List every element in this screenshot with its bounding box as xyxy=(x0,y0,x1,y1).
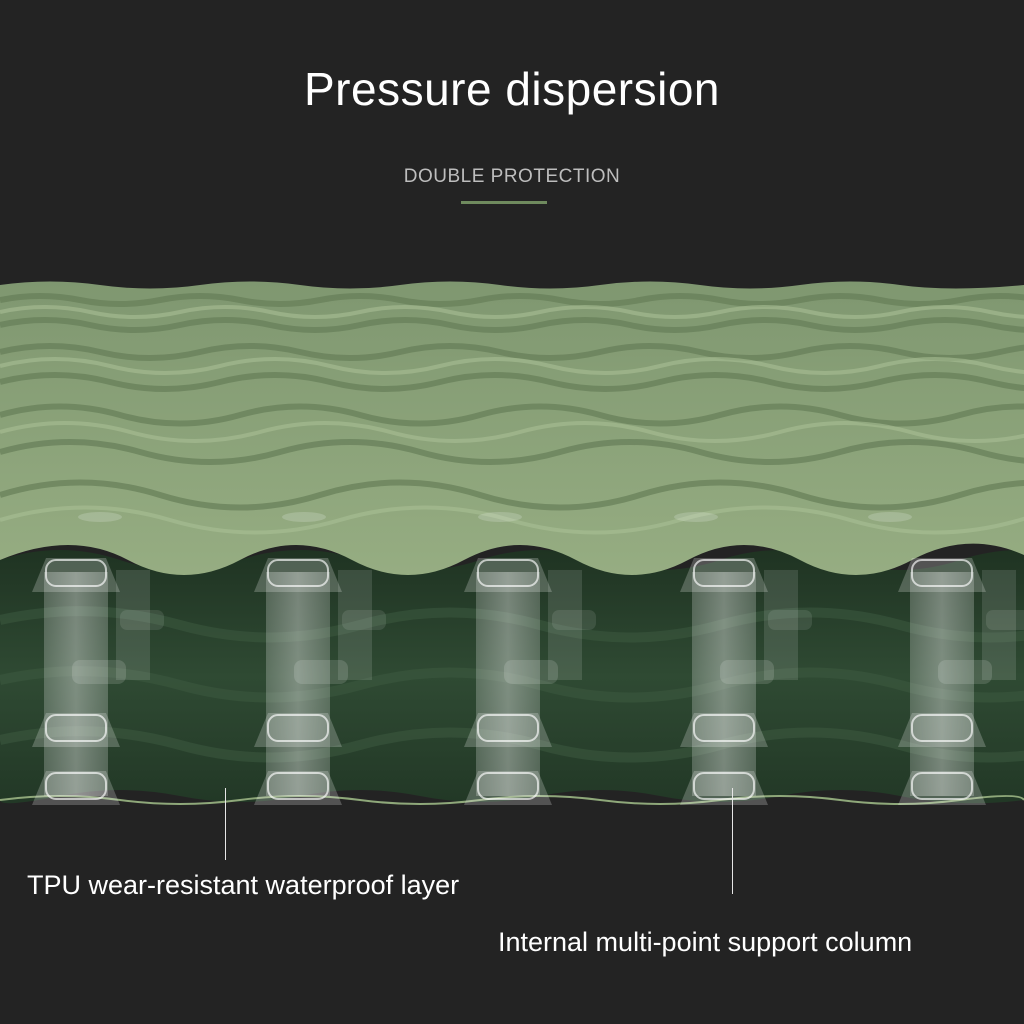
support-column-inner-pad xyxy=(938,660,992,684)
support-column-cap xyxy=(32,713,120,747)
support-column-inner-pad xyxy=(552,610,596,630)
support-column-back xyxy=(548,570,582,680)
support-column-cap xyxy=(680,558,768,592)
surface-weld-point xyxy=(78,512,122,522)
support-column-inner-pad xyxy=(986,610,1024,630)
support-column-cap xyxy=(32,558,120,592)
support-column-cap-outline xyxy=(477,772,539,800)
mattress-illustration xyxy=(0,281,1024,805)
support-column-cap xyxy=(680,713,768,747)
support-column-cap xyxy=(464,558,552,592)
support-column-cap xyxy=(254,771,342,805)
title-underline xyxy=(461,201,547,204)
support-column-inner-pad xyxy=(768,610,812,630)
support-columns xyxy=(32,512,1024,805)
support-column-cap-outline xyxy=(693,559,755,587)
support-column xyxy=(476,572,540,796)
support-column xyxy=(266,572,330,796)
support-column-cap xyxy=(898,713,986,747)
support-column-back xyxy=(116,570,150,680)
support-column-cap-outline xyxy=(45,714,107,742)
surface-weld-point xyxy=(282,512,326,522)
support-column-inner-pad xyxy=(504,660,558,684)
support-column-cap xyxy=(464,713,552,747)
mattress-top-surface xyxy=(0,281,1024,575)
support-callout-line xyxy=(732,788,733,894)
surface-weld-point xyxy=(478,512,522,522)
support-column-inner-pad xyxy=(120,610,164,630)
support-column-cap-outline xyxy=(477,714,539,742)
support-column-cap-outline xyxy=(45,559,107,587)
support-column-cap-outline xyxy=(911,714,973,742)
support-column xyxy=(692,572,756,796)
support-column-back xyxy=(764,570,798,680)
support-column-cap-outline xyxy=(267,559,329,587)
support-column-cap-outline xyxy=(477,559,539,587)
support-column-cap xyxy=(898,558,986,592)
support-column-inner-pad xyxy=(720,660,774,684)
support-column-cap-outline xyxy=(267,714,329,742)
page-subtitle: DOUBLE PROTECTION xyxy=(403,166,621,187)
support-column-back xyxy=(982,570,1016,680)
support-column-cap xyxy=(254,713,342,747)
support-column-cap xyxy=(898,771,986,805)
support-column xyxy=(44,572,108,796)
support-column-cap xyxy=(464,771,552,805)
support-column-cap-outline xyxy=(45,772,107,800)
tpu-callout-line xyxy=(225,788,226,860)
support-column-label: Internal multi-point support column xyxy=(498,927,913,957)
top-wave-ridges xyxy=(0,293,1024,511)
support-column-inner-pad xyxy=(72,660,126,684)
support-column-inner-pad xyxy=(342,610,386,630)
surface-weld-point xyxy=(674,512,718,522)
support-column xyxy=(910,572,974,796)
support-column-cap-outline xyxy=(911,559,973,587)
support-column-back xyxy=(338,570,372,680)
support-column-cap xyxy=(680,771,768,805)
mattress-bottom-edge xyxy=(0,795,1024,805)
support-column-cap-outline xyxy=(693,714,755,742)
support-column-cap-outline xyxy=(267,772,329,800)
support-column-cap xyxy=(254,558,342,592)
support-column-inner-pad xyxy=(294,660,348,684)
surface-weld-point xyxy=(868,512,912,522)
tpu-layer-label: TPU wear-resistant waterproof layer xyxy=(27,870,460,900)
page-title: Pressure dispersion xyxy=(303,63,721,115)
support-column-cap-outline xyxy=(693,772,755,800)
support-column-cap xyxy=(32,771,120,805)
support-column-cap-outline xyxy=(911,772,973,800)
top-wave-highlights xyxy=(0,305,1024,535)
